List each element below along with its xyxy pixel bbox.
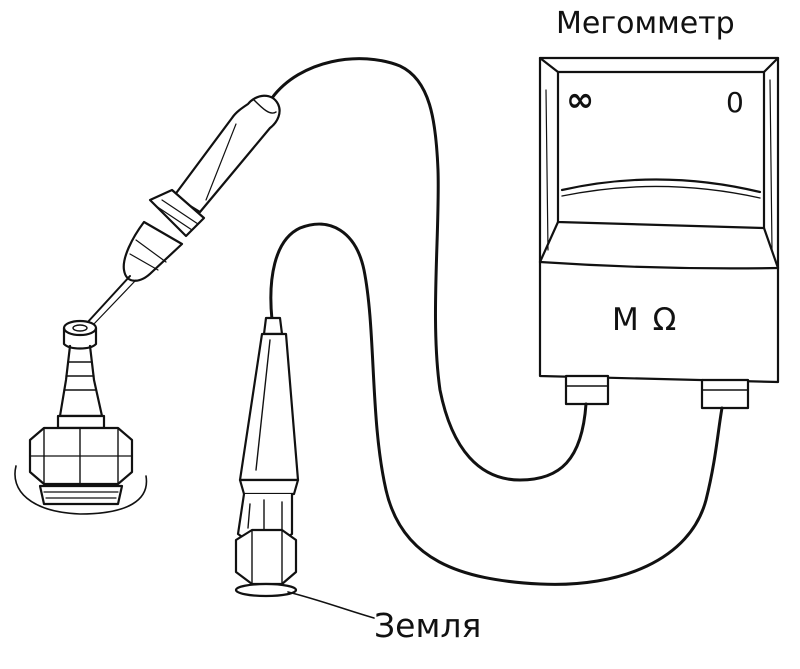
ground-clip	[234, 316, 375, 619]
meter-unit-label: M Ω	[612, 302, 679, 338]
test-lead-wire-top	[270, 57, 588, 482]
ground-label: Земля	[374, 606, 482, 645]
ground-lead-wire	[269, 222, 724, 586]
scale-zero-label: 0	[726, 86, 744, 119]
test-probe	[85, 94, 281, 327]
meter-terminal-left	[564, 374, 610, 406]
meter-title-label: Мегомметр	[556, 6, 735, 41]
spark-plug	[14, 319, 148, 515]
scale-infinity-label: ∞	[566, 80, 595, 120]
meter-terminal-right	[700, 378, 750, 410]
megohmmeter	[538, 56, 780, 384]
